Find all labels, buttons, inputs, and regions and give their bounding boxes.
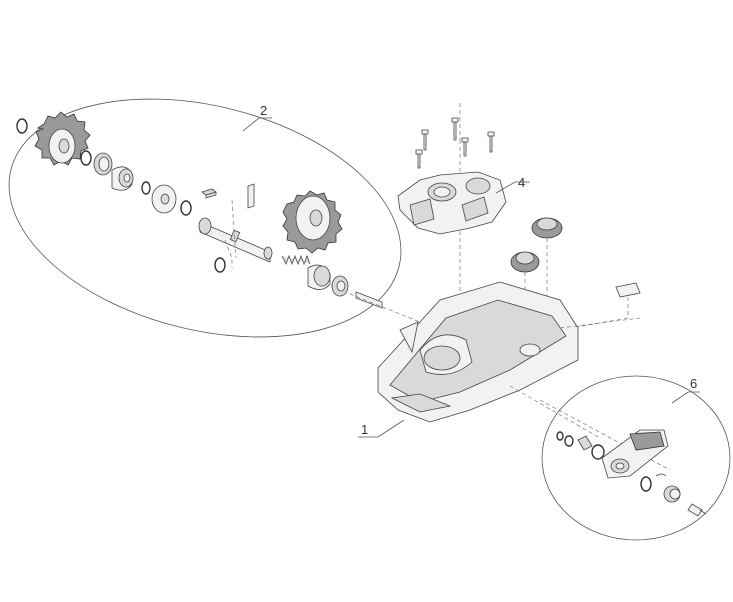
- rubber-bumper-1: [531, 217, 563, 239]
- housing-base: 1: [358, 281, 641, 438]
- lock-spring-ring: [591, 444, 605, 460]
- callout-6-label: 6: [690, 376, 697, 391]
- retaining-ring-4: [180, 200, 192, 216]
- callout-2-label: 2: [260, 103, 267, 118]
- release-lever: [601, 429, 669, 479]
- callout-4-label: 4: [518, 175, 525, 190]
- lock-spring: [655, 473, 667, 477]
- shaft-key: [201, 188, 217, 199]
- rubber-bumper-2: [510, 251, 540, 273]
- lock-clip: [640, 476, 652, 492]
- dowel-pin: [247, 183, 255, 209]
- callout-1-label: 1: [361, 422, 368, 437]
- retaining-ring-3: [141, 181, 151, 195]
- group-6-release-lock: 6: [541, 375, 731, 541]
- spring: [281, 254, 311, 266]
- small-gear: [34, 111, 91, 166]
- bushing-1: [111, 166, 134, 191]
- small-washer: [556, 431, 564, 441]
- retaining-ring-5: [214, 257, 226, 273]
- group-4-cover-assembly: 4: [397, 103, 530, 300]
- callout-2-leader: [242, 117, 272, 132]
- mount-tab: [399, 321, 419, 354]
- large-gear: [282, 190, 343, 254]
- retaining-ring-2: [80, 150, 92, 166]
- lock-key: [687, 503, 707, 517]
- gearbox-cover: [397, 171, 507, 235]
- small-plate: [615, 282, 641, 298]
- group-2-boundary: [8, 98, 402, 338]
- cover-screws: [415, 117, 495, 169]
- bearing-2: [331, 275, 349, 297]
- group-6-boundary: [541, 375, 731, 541]
- small-ring: [564, 435, 574, 447]
- retaining-ring-1: [16, 118, 28, 134]
- bearing-1: [93, 152, 113, 176]
- drive-shaft: [198, 217, 273, 263]
- bushing-2: [307, 264, 331, 290]
- callout-1-leader: [358, 419, 405, 438]
- axle-pin: [355, 291, 383, 309]
- lock-cylinder: [663, 485, 681, 503]
- lock-cam: [577, 435, 593, 451]
- group-2-gear-train: 2: [8, 98, 421, 338]
- callout-4-leader: [495, 181, 530, 194]
- washer-1: [151, 184, 177, 214]
- callout-6-leader: [671, 391, 700, 404]
